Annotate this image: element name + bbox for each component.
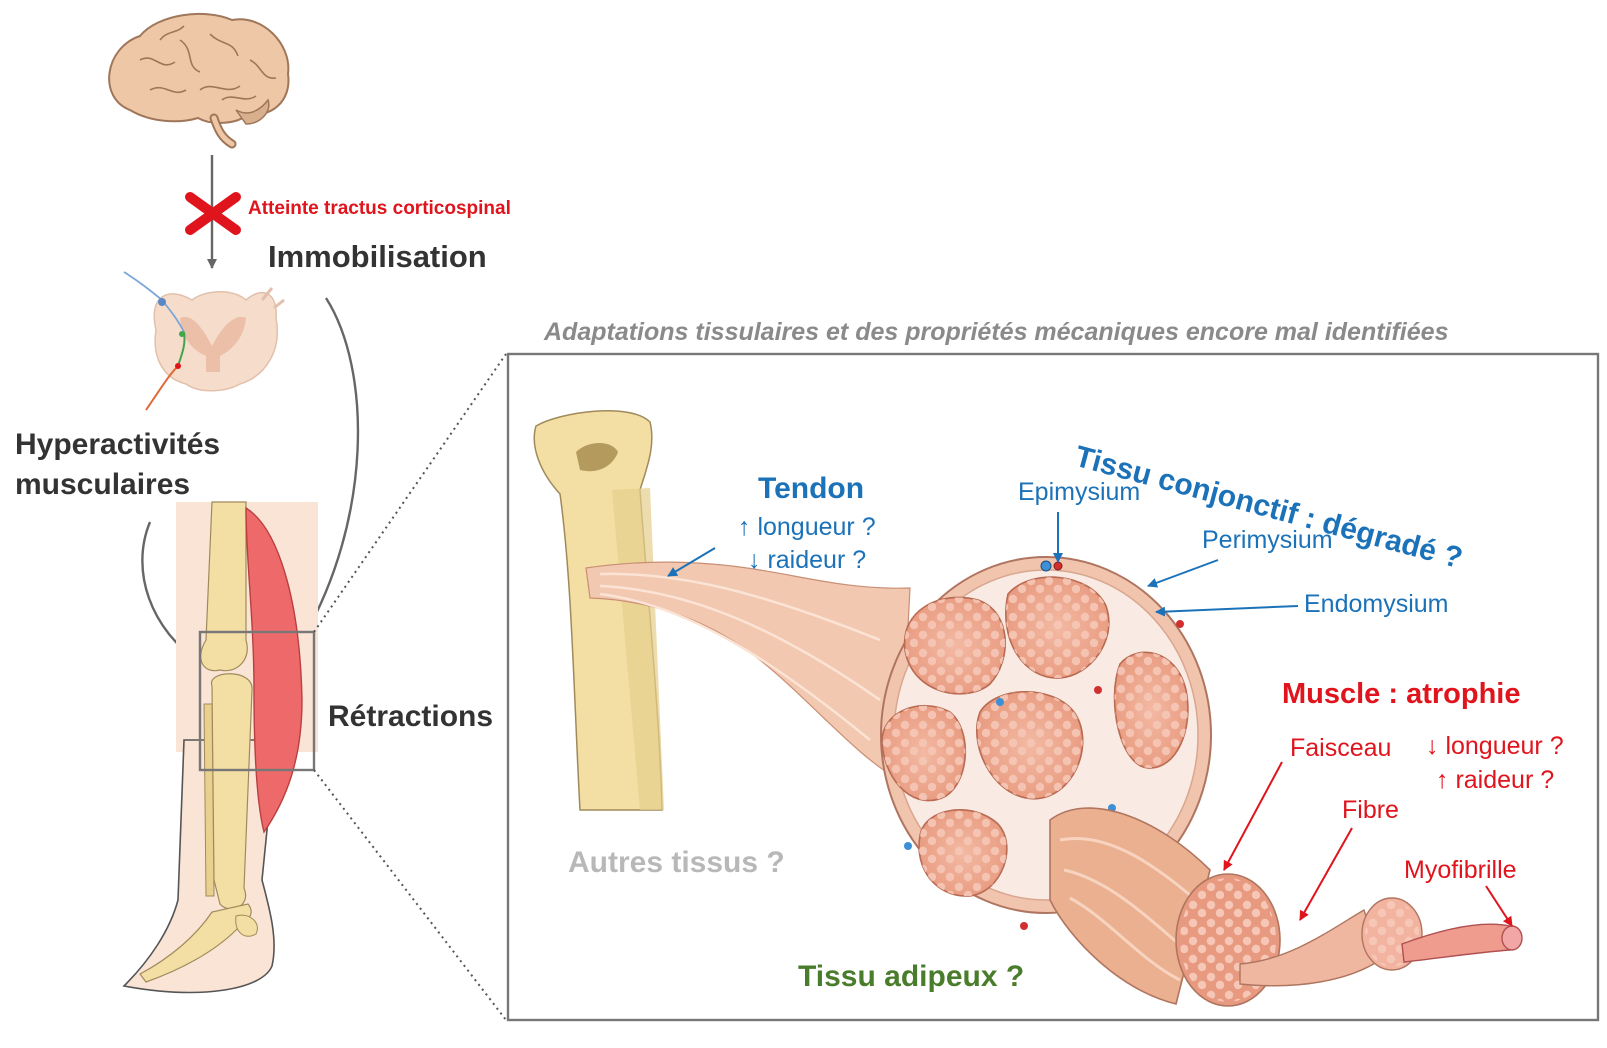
lesion-label: Atteinte tractus corticospinal xyxy=(248,198,511,219)
zoom-line-bottom xyxy=(314,770,506,1020)
faisceau-label: Faisceau xyxy=(1290,734,1391,762)
immobilisation-label: Immobilisation xyxy=(268,240,487,275)
muscle-stiffness-label: ↑ raideur ? xyxy=(1436,766,1554,794)
tendon-stiffness-label: ↓ raideur ? xyxy=(748,546,866,574)
muscle-length-label: ↓ longueur ? xyxy=(1426,732,1564,760)
zoom-caption: Adaptations tissulaires et des propriété… xyxy=(544,318,1448,346)
epimysium-label: Epimysium xyxy=(1018,478,1140,506)
perimysium-label: Perimysium xyxy=(1202,526,1333,554)
myofibrille-label: Myofibrille xyxy=(1404,856,1517,884)
retractions-label: Rétractions xyxy=(328,700,493,734)
endomysium-label: Endomysium xyxy=(1304,590,1449,618)
spinal-cord-icon xyxy=(124,272,284,410)
muscle-title: Muscle : atrophie xyxy=(1282,678,1521,710)
tendon-title: Tendon xyxy=(758,472,864,506)
zoom-line-top xyxy=(314,354,506,632)
brain-icon xyxy=(109,14,288,144)
hyperactivity-label-line1: Hyperactivités xyxy=(15,428,220,462)
hyperactivity-label-line2: musculaires xyxy=(15,468,190,502)
adipose-label: Tissu adipeux ? xyxy=(798,960,1024,994)
tendon-length-label: ↑ longueur ? xyxy=(738,513,876,541)
leg-icon xyxy=(124,502,318,992)
fibre-label: Fibre xyxy=(1342,796,1399,824)
other-tissues-label: Autres tissus ? xyxy=(568,846,785,880)
